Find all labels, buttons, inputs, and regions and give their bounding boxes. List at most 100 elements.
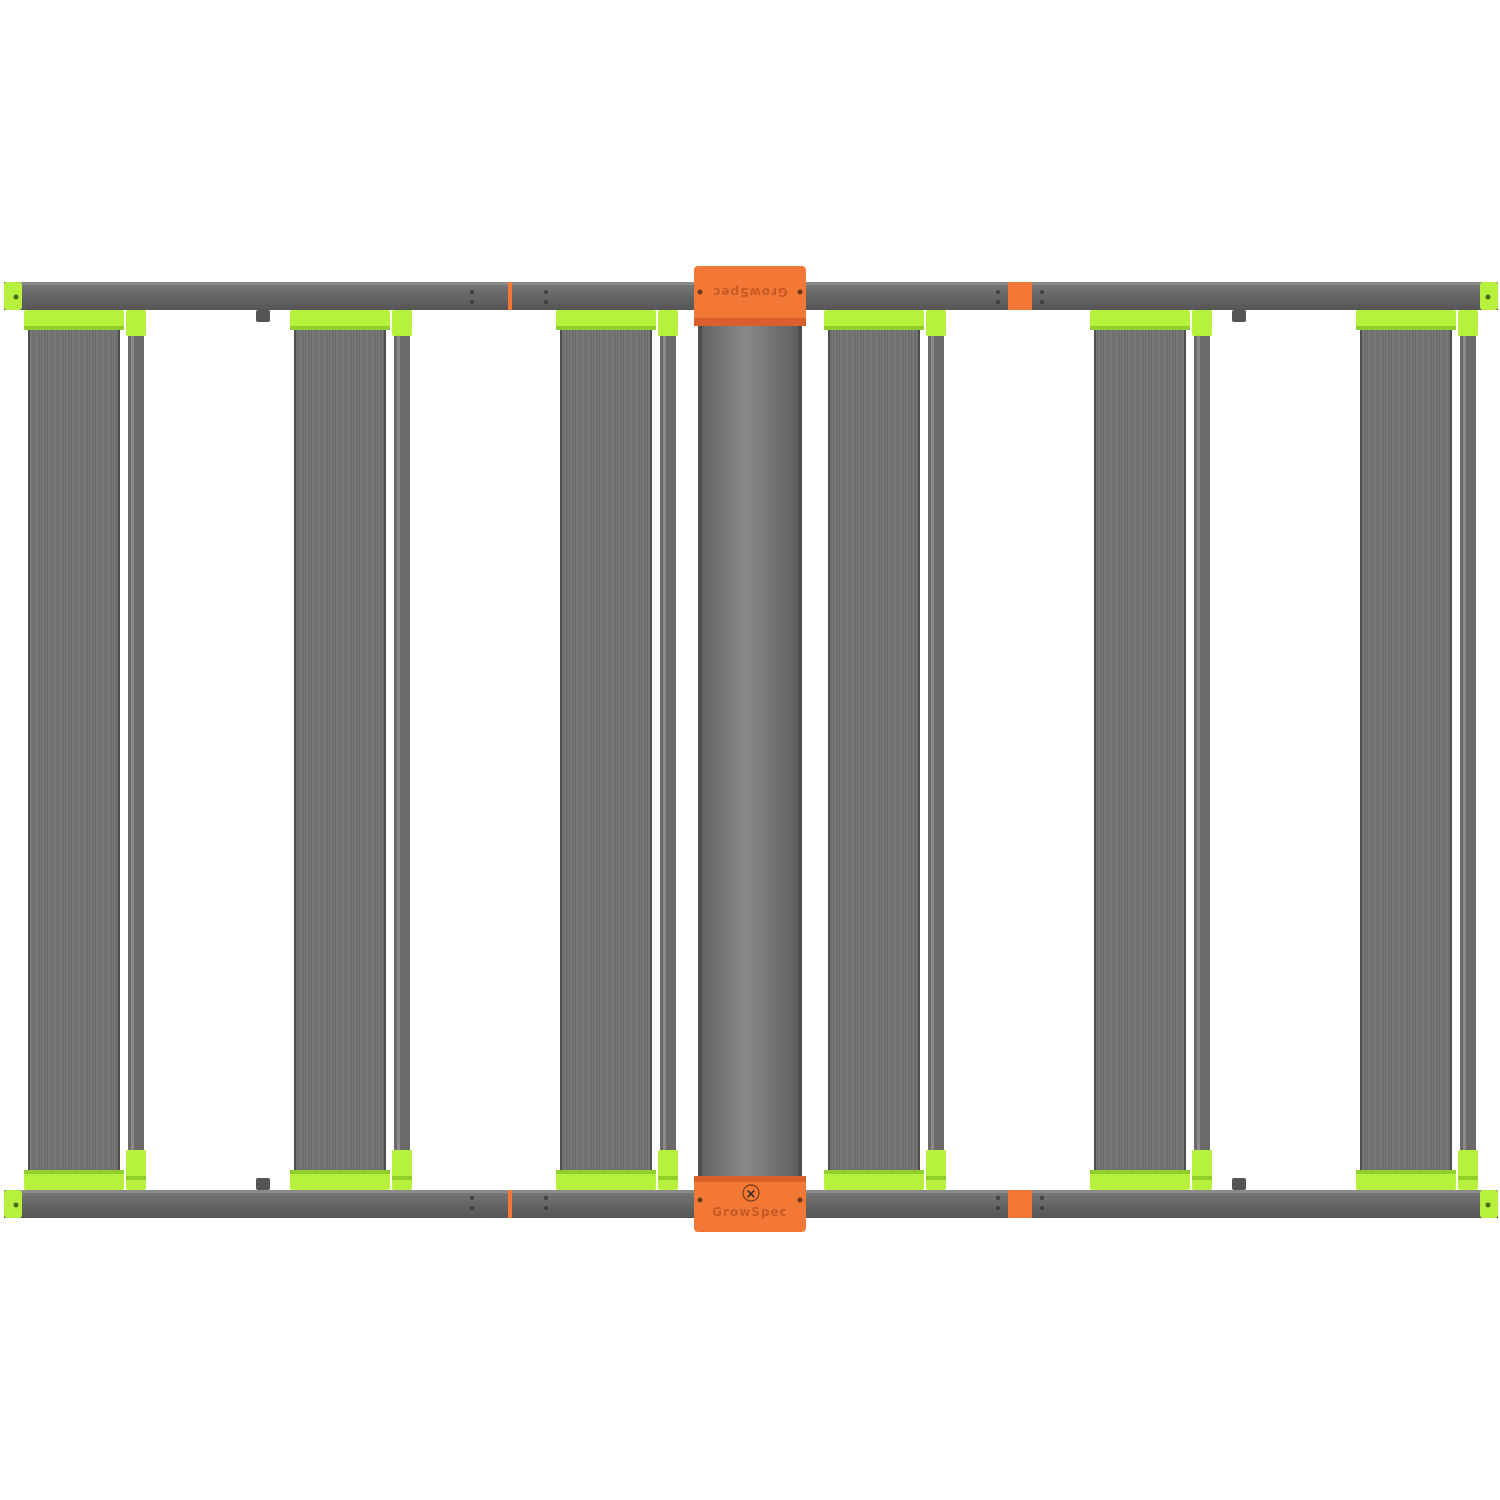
support-rod-highlight	[663, 330, 666, 1154]
driver-top-cap: GrowSpec	[694, 266, 806, 326]
support-rod	[1194, 330, 1210, 1154]
led-bar-body	[560, 326, 652, 1174]
rod-bottom-clip	[1192, 1150, 1212, 1190]
led-bar-bottom-cap	[556, 1170, 656, 1190]
led-bar-bottom-cap-shade	[1356, 1170, 1456, 1174]
bracket	[1232, 310, 1246, 322]
rod-bottom-clip-shade	[1192, 1176, 1212, 1180]
led-bar-top-cap	[556, 310, 656, 330]
led-bar-top-cap-shade	[556, 326, 656, 330]
bolt-icon	[1040, 1206, 1044, 1210]
rail-joint	[1008, 1190, 1032, 1218]
led-bar-edge	[28, 326, 30, 1174]
led-bar-bottom-cap	[290, 1170, 390, 1190]
led-bar-bottom-cap	[1090, 1170, 1190, 1190]
rod-bottom-clip	[1458, 1150, 1478, 1190]
bolt-icon	[544, 1196, 548, 1200]
bolt-icon	[996, 290, 1000, 294]
rod-bottom-clip	[926, 1150, 946, 1190]
driver-bottom-cap: × GrowSpec	[694, 1176, 806, 1232]
bolt-icon	[13, 294, 19, 300]
led-bar-2	[290, 310, 412, 1190]
led-bar-top-cap	[1090, 310, 1190, 330]
led-bar-edge	[294, 326, 296, 1174]
support-rod	[394, 330, 410, 1154]
mounting-brackets	[256, 310, 1246, 1190]
led-bar-5	[1090, 310, 1212, 1190]
led-bar-edge	[918, 326, 920, 1174]
rail-joint	[508, 282, 512, 310]
led-bar-bottom-cap	[824, 1170, 924, 1190]
led-bar-bottom-cap-shade	[1090, 1170, 1190, 1174]
rod-top-clip	[1458, 310, 1478, 336]
rod-bottom-clip	[126, 1150, 146, 1190]
led-bar-top-cap-shade	[1356, 326, 1456, 330]
rail-joint	[508, 1190, 512, 1218]
support-rod-highlight	[931, 330, 934, 1154]
rod-bottom-clip	[658, 1150, 678, 1190]
support-rod-highlight	[1197, 330, 1200, 1154]
bolt-icon	[544, 1206, 548, 1210]
rod-bottom-clip-shade	[1458, 1176, 1478, 1180]
support-rod-highlight	[131, 330, 134, 1154]
bolt-icon	[1485, 294, 1491, 300]
rod-bottom-clip-shade	[126, 1176, 146, 1180]
led-bar-edge	[828, 326, 830, 1174]
bracket	[1232, 1178, 1246, 1190]
support-rod	[928, 330, 944, 1154]
led-bar-bottom-cap-shade	[824, 1170, 924, 1174]
rod-bottom-clip-shade	[392, 1176, 412, 1180]
bolt-icon	[1040, 1196, 1044, 1200]
led-bar-bottom-cap	[24, 1170, 124, 1190]
led-bar-body	[828, 326, 920, 1174]
led-bars	[13, 290, 1491, 1210]
svg-text:×: ×	[746, 1187, 757, 1202]
bolt-icon	[996, 300, 1000, 304]
led-bar-body	[1360, 326, 1452, 1174]
led-bar-top-cap-shade	[24, 326, 124, 330]
rail-joint	[1008, 282, 1032, 310]
support-rod-highlight	[1463, 330, 1466, 1154]
led-bar-bottom-cap-shade	[290, 1170, 390, 1174]
led-bar-6	[1356, 310, 1478, 1190]
led-bar-edge	[560, 326, 562, 1174]
led-bar-top-cap	[1356, 310, 1456, 330]
support-rod-highlight	[397, 330, 400, 1154]
rod-top-clip	[392, 310, 412, 336]
bolt-icon	[797, 1197, 803, 1203]
led-bar-edge	[384, 326, 386, 1174]
led-bar-edge	[1450, 326, 1452, 1174]
led-bar-edge	[1094, 326, 1096, 1174]
led-bar-top-cap	[824, 310, 924, 330]
bolt-icon	[697, 1197, 703, 1203]
bolt-icon	[1040, 300, 1044, 304]
led-bar-body	[294, 326, 386, 1174]
bolt-icon	[470, 1196, 474, 1200]
led-bar-3	[556, 310, 678, 1190]
bolt-icon	[996, 1196, 1000, 1200]
bolt-icon	[13, 1202, 19, 1208]
led-bar-edge	[118, 326, 120, 1174]
rod-bottom-clip	[392, 1150, 412, 1190]
x-mark-icon: ×	[742, 1184, 760, 1202]
driver-unit: GrowSpec × GrowSpec	[694, 266, 806, 1232]
end-cap-icon	[4, 282, 22, 310]
led-bar-body	[28, 326, 120, 1174]
bolt-icon	[697, 289, 703, 295]
led-bar-body	[1094, 326, 1186, 1174]
led-bar-1	[24, 310, 146, 1190]
support-rod	[1460, 330, 1476, 1154]
bolt-icon	[544, 300, 548, 304]
rod-bottom-clip-shade	[658, 1176, 678, 1180]
led-bar-bottom-cap-shade	[24, 1170, 124, 1174]
rod-bottom-clip-shade	[926, 1176, 946, 1180]
bracket	[256, 1178, 270, 1190]
end-cap-icon	[4, 1190, 22, 1218]
led-bar-edge	[650, 326, 652, 1174]
bolt-icon	[797, 289, 803, 295]
led-bar-bottom-cap-shade	[556, 1170, 656, 1174]
bracket	[256, 310, 270, 322]
support-rod	[128, 330, 144, 1154]
led-bar-top-cap-shade	[824, 326, 924, 330]
